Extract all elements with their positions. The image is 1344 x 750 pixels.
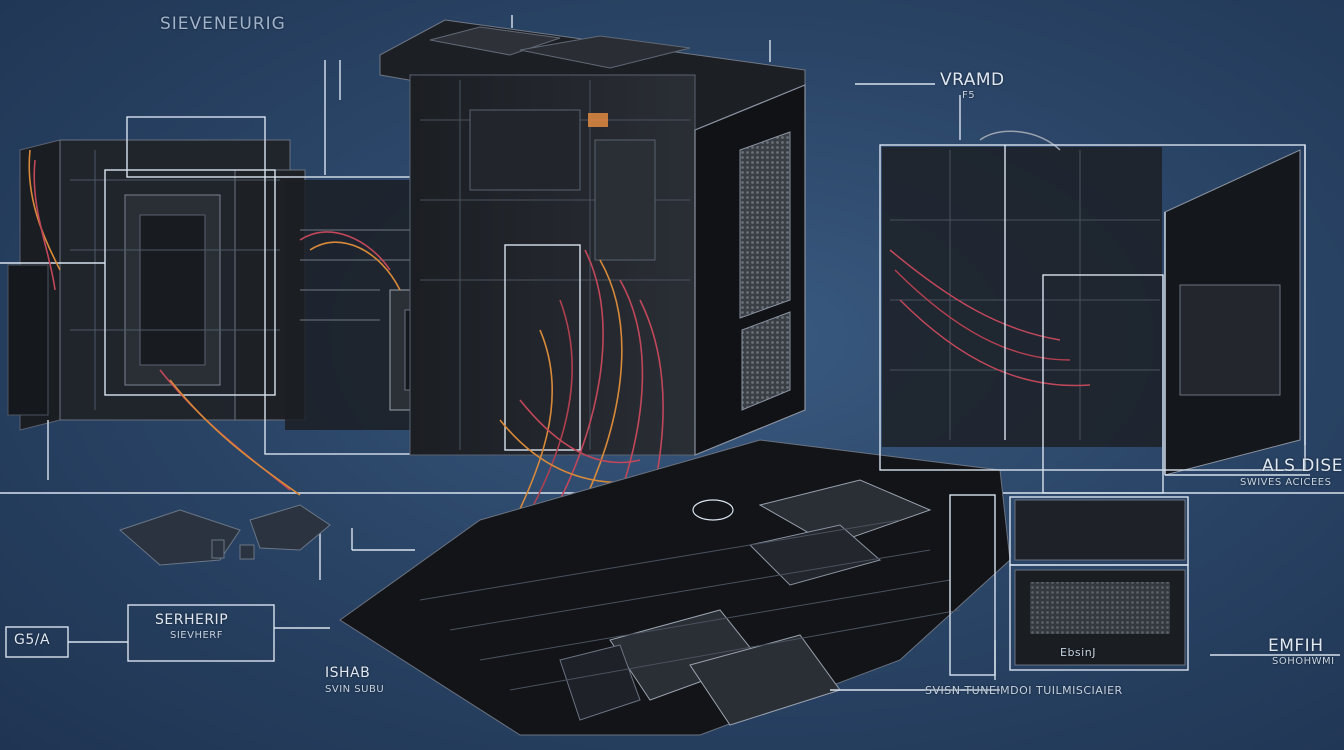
bottom-right-boxes (1014, 499, 1186, 666)
bottom-left-sub-label: SVIN SUBU (325, 684, 385, 695)
right-side-sub-label: SWIVES ACICEES (1240, 477, 1332, 488)
right-panel-label: EbsinJ (1060, 646, 1096, 659)
bottom-right-outlines (830, 494, 1340, 691)
tower-case (379, 19, 806, 456)
top-left-title: SIEVENEURIG (160, 14, 286, 34)
left-box-label: G5/A (14, 632, 51, 648)
right-side-label: ALS DISE (1262, 456, 1343, 476)
bottom-center-label: SVISN TUNEIMDOI TUILMISCIAIER (925, 684, 1123, 697)
center-box-label: SERHERIP (155, 612, 229, 628)
vram-sub-label: F5 (962, 90, 976, 101)
right-outline-boxes (855, 83, 1310, 494)
bottom-left-parts (119, 504, 331, 566)
left-chassis (7, 139, 306, 431)
right-panel-assembly (882, 147, 1301, 476)
bottom-motherboard (339, 439, 1011, 736)
bottom-left-label: ISHAB (325, 665, 371, 681)
bottom-right-label: EMFIH (1268, 636, 1324, 656)
bottom-right-sub-label: SOHOHWMI (1272, 656, 1335, 667)
center-box-sub-label: SIEVHERF (170, 630, 223, 641)
bottom-left-callouts (5, 520, 415, 662)
vram-label: VRAMD (940, 70, 1005, 90)
